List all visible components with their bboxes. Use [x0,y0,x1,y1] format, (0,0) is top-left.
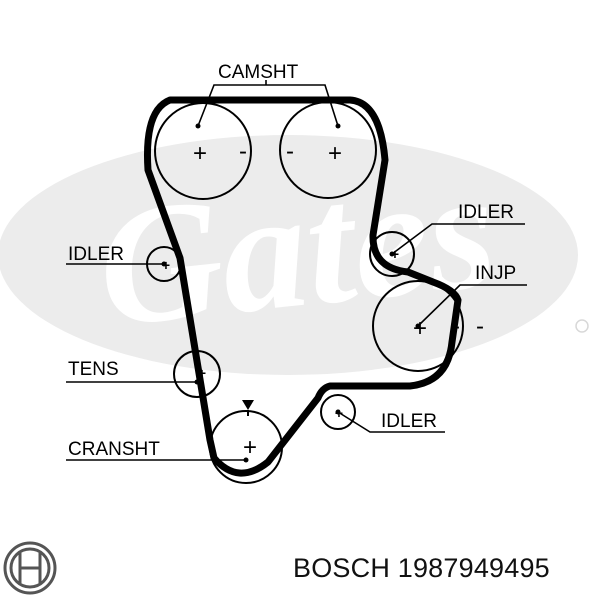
injection-pump-pulley [372,280,464,372]
registered-mark-icon [575,319,589,333]
idler-pulley-right [369,231,415,277]
svg-text:+: + [391,246,399,262]
bosch-armature-icon [3,541,57,595]
part-number: 1987949495 [397,553,550,583]
svg-text:+: + [193,140,207,167]
timing-mark-icon [242,400,254,410]
camshaft-pulley-left [154,102,252,200]
tensioner-label: TENS [68,359,119,380]
svg-text:-: - [476,313,484,340]
svg-text:+: + [328,140,342,167]
tensioner-pulley [173,350,221,398]
crankshaft-pulley [209,410,283,484]
product-caption: BOSCH 1987949495 [293,553,550,584]
injection-pump-label: INJP [475,263,516,284]
idler-right-label: IDLER [458,202,514,223]
crankshaft-label: CRANSHT [68,439,160,460]
idler-pulley-bottom [320,394,356,430]
svg-text:-: - [239,138,247,165]
camshaft-label: CAMSHT [218,62,299,83]
camshaft-pulley-right [279,101,377,199]
svg-text:+: + [162,257,170,273]
idler-bottom-label: IDLER [381,411,437,432]
svg-text:+: + [413,315,427,342]
polarity-marks: + - - + + + + - - + + + [162,138,484,461]
svg-text:-: - [452,313,460,340]
brand-name: BOSCH [293,553,391,583]
idler-left-label: IDLER [68,244,124,265]
svg-text:+: + [243,434,257,461]
svg-text:-: - [286,138,294,165]
svg-text:+: + [198,365,206,381]
label-leaders [66,80,527,461]
svg-text:+: + [335,405,343,421]
pulley-centers [161,123,421,463]
